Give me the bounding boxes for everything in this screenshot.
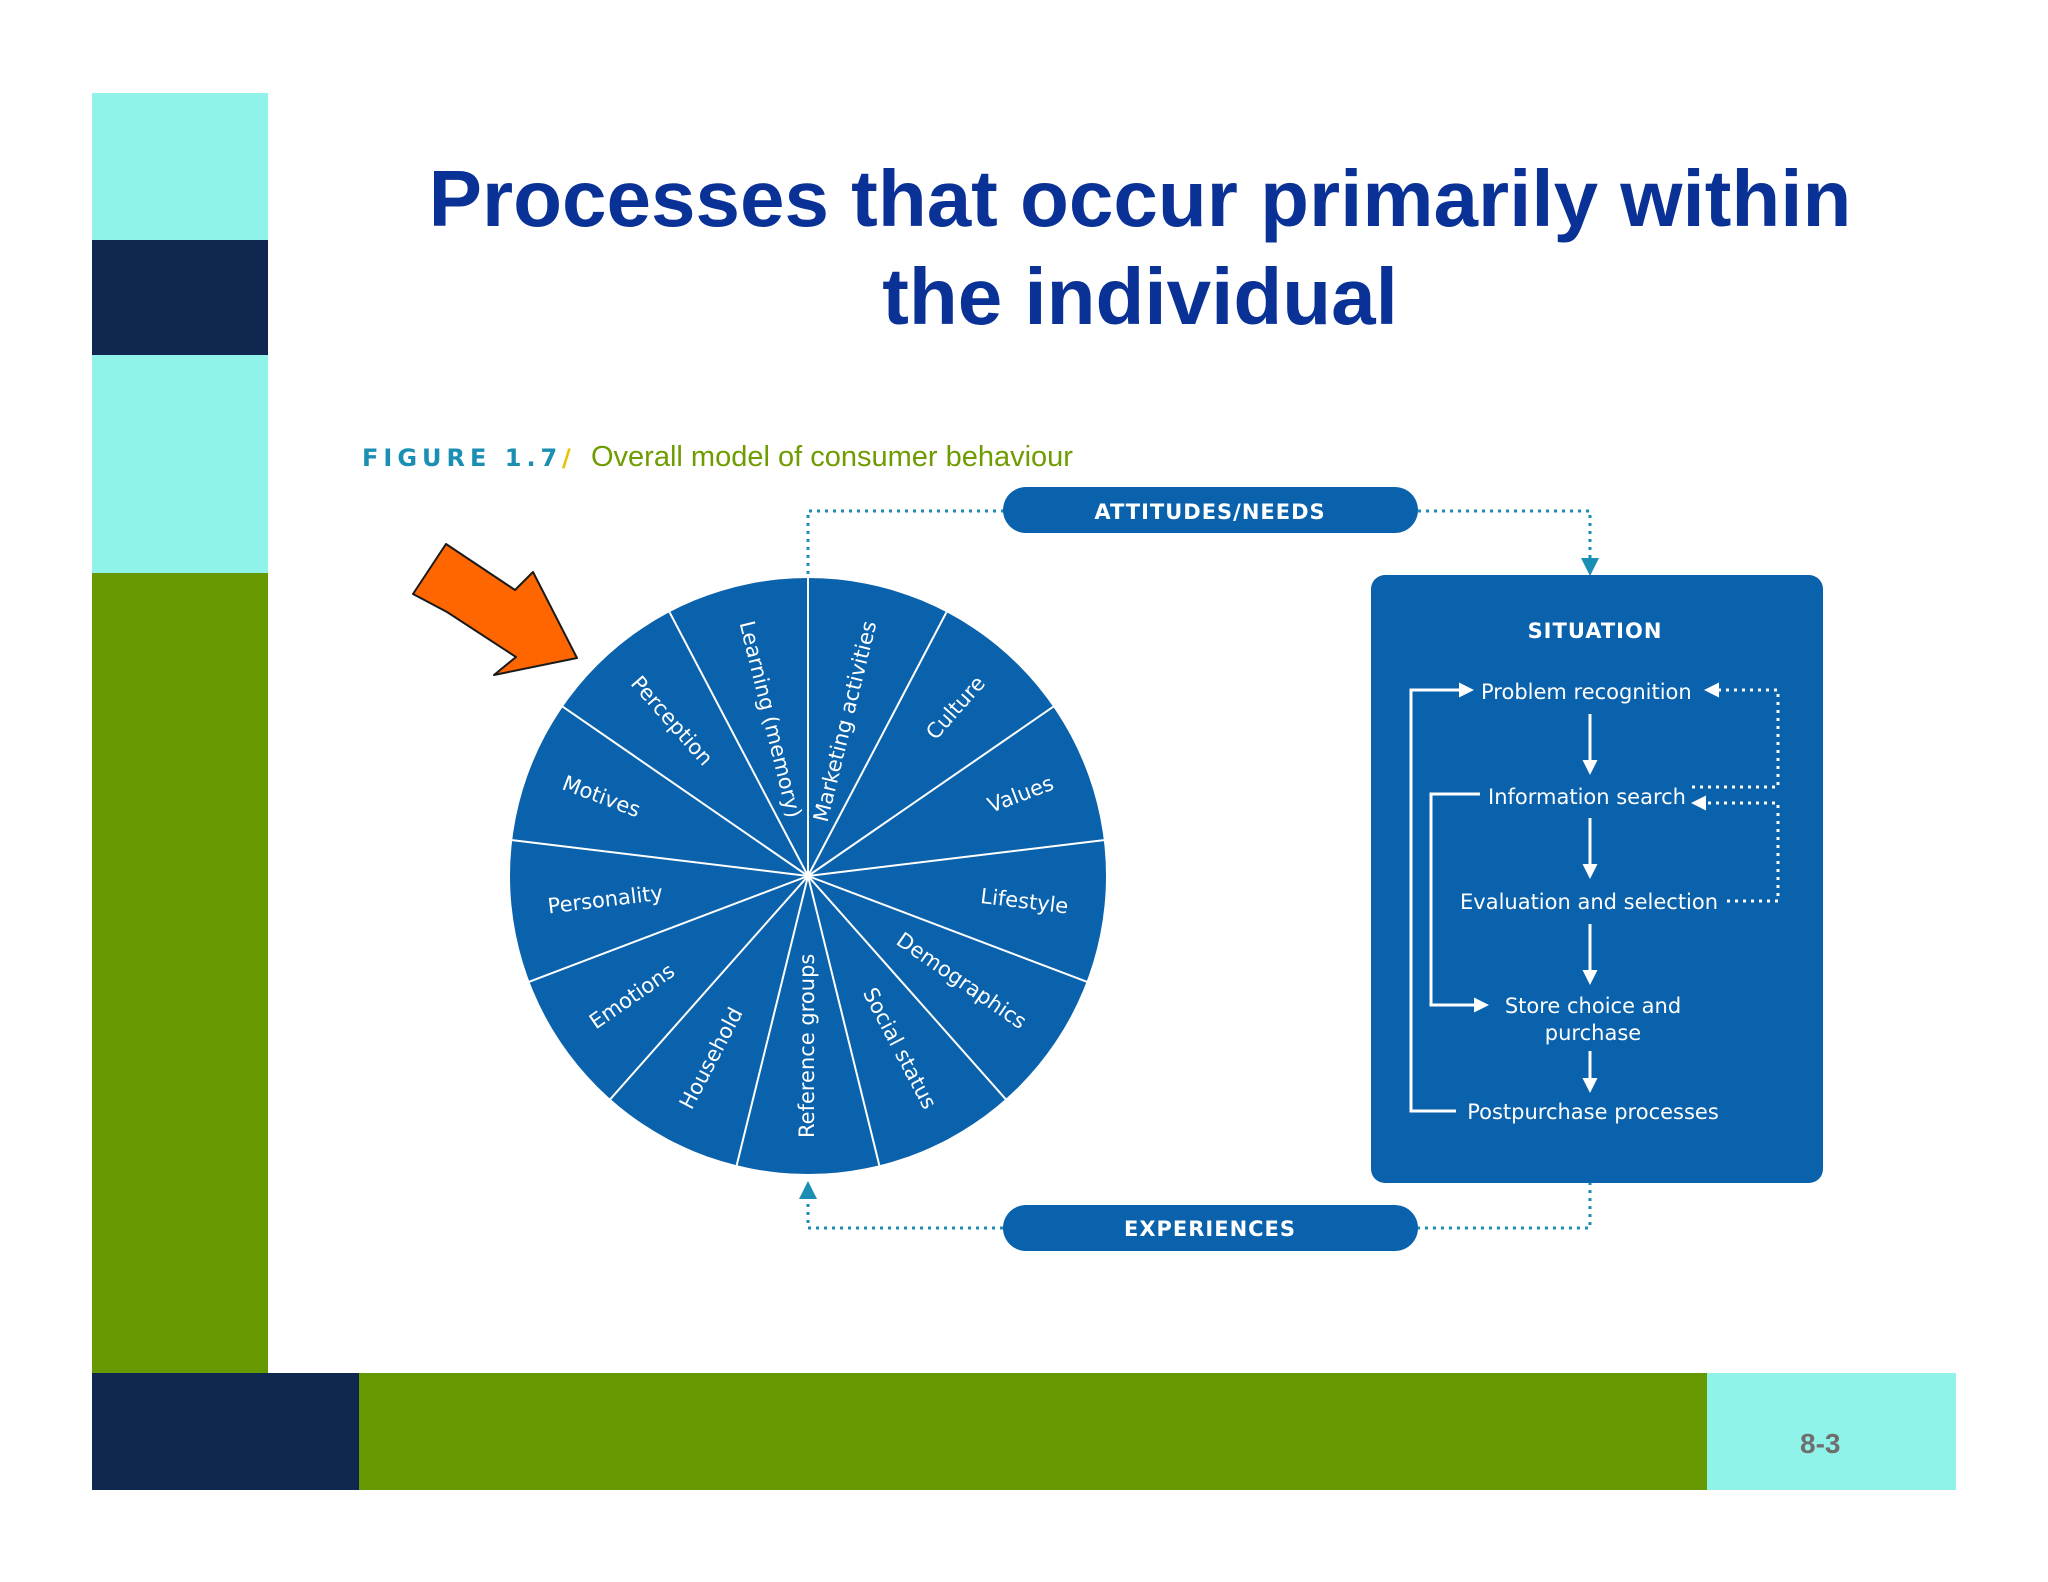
wheel-divider [562, 705, 809, 877]
deco-navy-block [92, 240, 268, 355]
page-number: 8-3 [1800, 1428, 1841, 1459]
situation-title: SITUATION [1528, 619, 1663, 643]
figure-caption: Overall model of consumer behaviour [591, 441, 1073, 473]
connector-bottom-left [799, 1181, 1003, 1230]
connector-top-left [806, 509, 1003, 574]
wheel-divider [512, 839, 809, 877]
dotted-loop-search-to-problem [1692, 682, 1780, 789]
wheel-divider [807, 611, 948, 877]
wheel-segment-label: Reference groups [795, 954, 819, 1138]
step-problem-recognition: Problem recognition [1481, 680, 1692, 704]
wheel-divider [529, 875, 809, 983]
situation-box [1371, 575, 1823, 1183]
slide-title-line-1: Processes that occur primarily within [428, 154, 1852, 243]
experiences-pill [1003, 1205, 1418, 1251]
figure-label: FIGURE 1.7 [362, 444, 562, 472]
footer-aqua-block [1707, 1373, 1956, 1490]
deco-aqua-block-mid [92, 355, 268, 573]
footer-green-bar [359, 1373, 1707, 1490]
deco-green-block-left [92, 573, 268, 1373]
deco-aqua-block-top [92, 93, 268, 240]
pointer-arrow-icon [412, 543, 578, 676]
slide-title: Processes that occur primarily within th… [380, 150, 1900, 346]
step-evaluation-selection: Evaluation and selection [1460, 890, 1718, 914]
wheel-divider [735, 875, 809, 1166]
wheel-divider [609, 875, 809, 1100]
figure-separator: / [562, 444, 571, 472]
attitudes-needs-label: ATTITUDES/NEEDS [1094, 500, 1325, 524]
wheel-divider [807, 839, 1104, 877]
step-information-search: Information search [1488, 785, 1686, 809]
wheel-divider [807, 875, 881, 1166]
wheel-divider [807, 875, 1007, 1100]
step-store-choice-line1: Store choice and [1505, 994, 1681, 1018]
slide-title-line-2: the individual [882, 252, 1398, 341]
wheel-divider [807, 705, 1054, 877]
connector-bottom-right [1418, 1182, 1592, 1230]
dotted-loop-eval-to-search [1691, 795, 1780, 903]
loop-postpurchase-to-problem [1409, 682, 1474, 1113]
step-postpurchase: Postpurchase processes [1467, 1100, 1719, 1124]
experiences-label: EXPERIENCES [1124, 1217, 1296, 1241]
loop-search-to-store [1429, 792, 1489, 1013]
wheel-divider [668, 611, 809, 877]
connector-top-right [1418, 509, 1599, 576]
attitudes-needs-pill [1003, 487, 1418, 533]
step-store-choice-line2: purchase [1545, 1021, 1641, 1045]
footer-navy-block [92, 1373, 359, 1490]
wheel-divider [807, 875, 1087, 983]
